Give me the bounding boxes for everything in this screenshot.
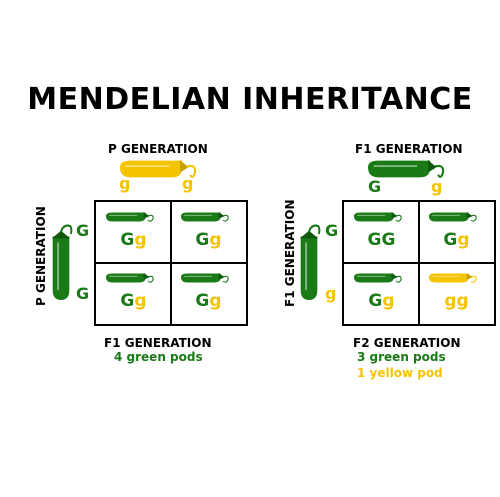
genotype-label: Gg (120, 230, 147, 250)
left-cell-2: Gg (171, 202, 246, 263)
right-top-generation-label: F1 GENERATION (355, 142, 463, 156)
pod-icon (181, 273, 229, 283)
right-cell-2: Gg (419, 202, 494, 263)
pod-icon (106, 273, 154, 283)
pod-icon (429, 212, 477, 222)
left-result-label: F1 GENERATION (104, 336, 212, 350)
diagram-title: MENDELIAN INHERITANCE (27, 82, 473, 117)
genotype-label: Gg (368, 291, 395, 311)
left-punnett-grid: Gg Gg Gg Gg (94, 200, 248, 326)
pod-icon (106, 212, 154, 222)
left-top-allele-2: g (182, 174, 194, 193)
left-top-pod-icon (120, 159, 197, 178)
right-result-line-1: 3 green pods (357, 350, 446, 364)
left-side-allele-2: G (76, 284, 90, 303)
right-side-allele-1: G (325, 221, 339, 240)
left-side-pod-icon (51, 224, 73, 300)
right-result-label: F2 GENERATION (353, 336, 461, 350)
right-top-allele-2: g (431, 177, 443, 196)
left-cell-4: Gg (171, 263, 246, 324)
right-side-generation-label: F1 GENERATION (283, 199, 297, 307)
pod-icon (354, 212, 402, 222)
genotype-label: Gg (195, 230, 222, 250)
right-top-allele-1: G (368, 177, 382, 196)
right-cell-3: Gg (344, 263, 419, 324)
genotype-label: Gg (120, 291, 147, 311)
genotype-label: Gg (195, 291, 222, 311)
pod-icon (181, 212, 229, 222)
left-result-line-1: 4 green pods (114, 350, 203, 364)
genotype-label: GG (367, 230, 396, 250)
left-cell-1: Gg (96, 202, 171, 263)
right-side-pod-icon (299, 224, 321, 300)
right-top-pod-icon (368, 159, 445, 178)
left-cell-3: Gg (96, 263, 171, 324)
right-punnett-grid: GG Gg Gg gg (342, 200, 496, 326)
pod-icon (429, 273, 477, 283)
left-top-generation-label: P GENERATION (108, 142, 208, 156)
right-cell-4: gg (419, 263, 494, 324)
genotype-label: gg (444, 291, 469, 311)
left-side-generation-label: P GENERATION (34, 206, 48, 306)
left-side-allele-1: G (76, 221, 90, 240)
right-result-line-2: 1 yellow pod (357, 366, 443, 380)
pod-icon (354, 273, 402, 283)
right-side-allele-2: g (325, 284, 337, 303)
right-cell-1: GG (344, 202, 419, 263)
genotype-label: Gg (443, 230, 470, 250)
left-top-allele-1: g (119, 174, 131, 193)
